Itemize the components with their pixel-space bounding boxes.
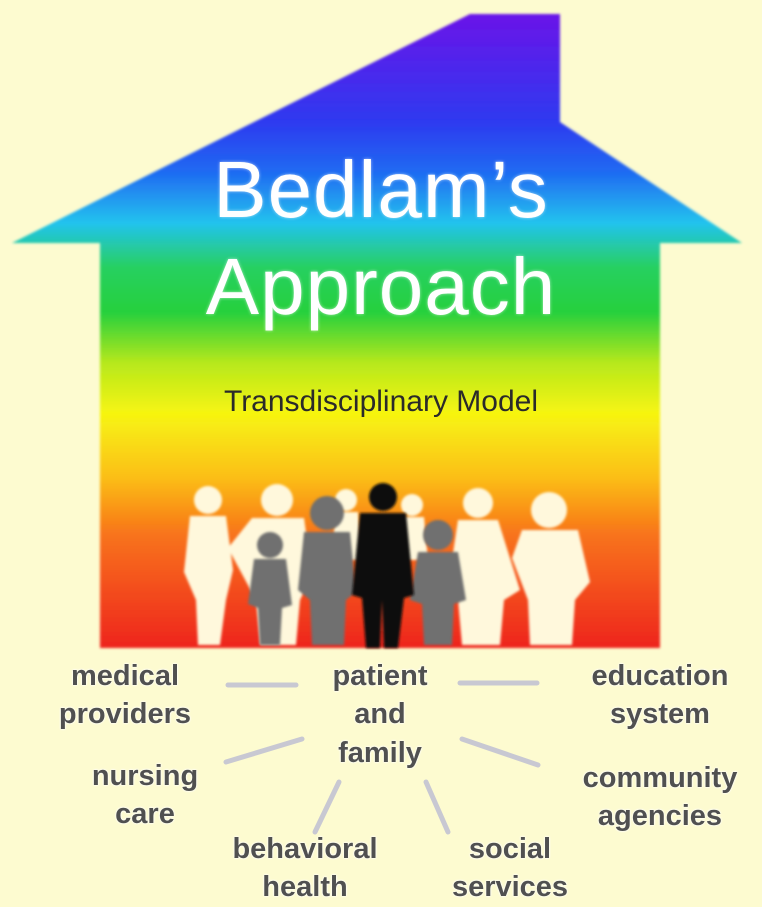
connector-community xyxy=(459,736,541,768)
connector-behavioral xyxy=(312,779,342,835)
node-medical-providers: medical providers xyxy=(58,660,192,731)
connector-nursing xyxy=(223,736,305,765)
center-line-3: family xyxy=(338,736,422,769)
child-silhouettes xyxy=(248,496,466,645)
adult-silhouettes xyxy=(184,484,590,645)
title-line-2: Approach xyxy=(205,242,557,331)
node-community-agencies: community agencies xyxy=(582,762,738,833)
man-silhouette xyxy=(352,483,414,648)
connector-social xyxy=(423,779,451,835)
house-shape xyxy=(12,14,742,648)
title-line-1: Bedlam’s xyxy=(213,145,549,234)
connector-lines xyxy=(223,680,541,835)
center-line-1: patient xyxy=(332,660,428,692)
node-nursing-care: nursing care xyxy=(91,760,199,831)
node-behavioral-health: behavioral health xyxy=(232,833,378,904)
node-education-system: education system xyxy=(591,660,729,731)
subtitle: Transdisciplinary Model xyxy=(223,385,538,418)
center-node-patient-and-family: patient and family xyxy=(300,657,460,772)
node-social-services: social services xyxy=(451,833,569,904)
center-line-2: and xyxy=(354,698,406,731)
